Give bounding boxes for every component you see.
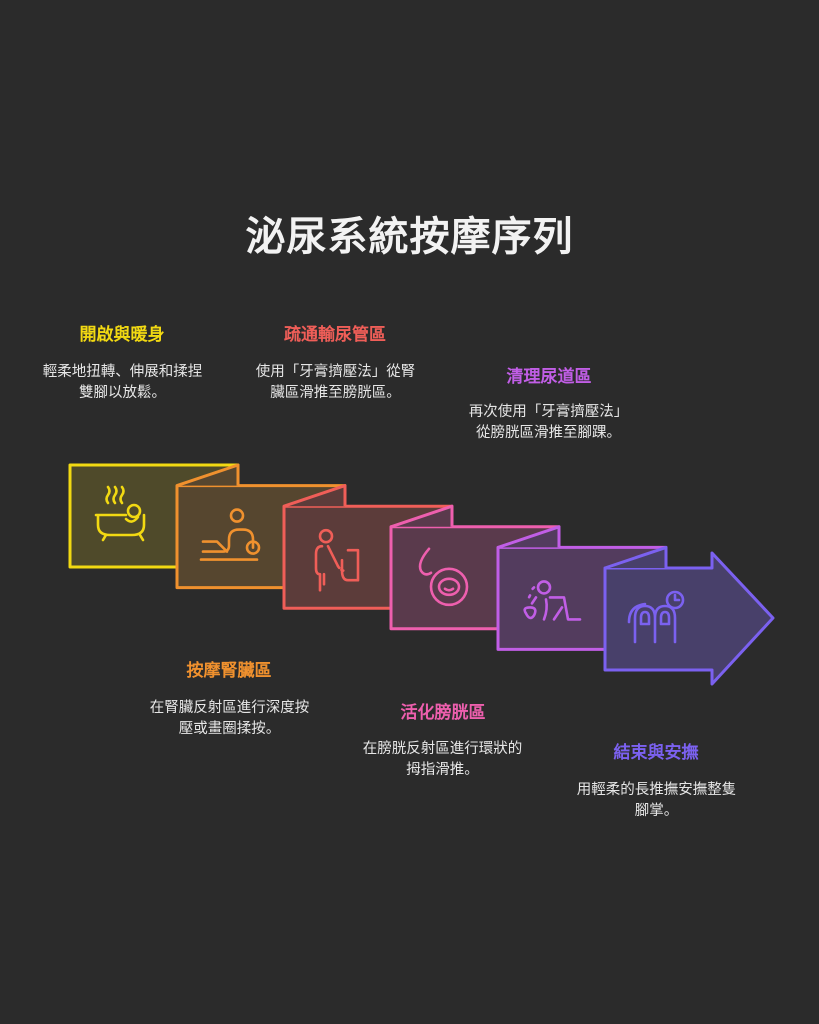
step-6-title: 結束與安撫: [613, 743, 699, 763]
crawling-person-icon: [523, 580, 582, 621]
bathtub-icon: [94, 485, 146, 542]
step-3-title: 疏通輸尿管區: [284, 325, 386, 345]
step-1-desc: 輕柔地扭轉、伸展和揉捏雙腳以放鬆。: [42, 364, 203, 401]
fingers-clock-icon: [627, 590, 685, 644]
step-2-desc: 在腎臟反射區進行深度按壓或畫圈揉按。: [149, 700, 310, 737]
step-2-title: 按摩腎臟區: [186, 661, 272, 681]
bladder-drop-icon: [418, 547, 469, 607]
step-5-title: 清理尿道區: [506, 367, 592, 387]
step-1-title: 開啟與暖身: [79, 325, 165, 345]
step-3-desc: 使用「牙膏擠壓法」從腎臟區滑推至膀胱區。: [255, 364, 416, 401]
page-title: 泌尿系統按摩序列: [245, 213, 574, 260]
step-6-panel: [603, 545, 775, 686]
step-5-desc: 再次使用「牙膏擠壓法」從膀胱區滑推至腳踝。: [468, 404, 629, 441]
massage-icon: [199, 508, 261, 561]
step-6-desc: 用輕柔的長推撫安撫整隻腳掌。: [576, 782, 737, 819]
step-4-title: 活化膀胱區: [400, 703, 486, 723]
step-4-desc: 在膀胱反射區進行環狀的拇指滑推。: [362, 741, 523, 778]
urinal-icon: [314, 528, 360, 592]
